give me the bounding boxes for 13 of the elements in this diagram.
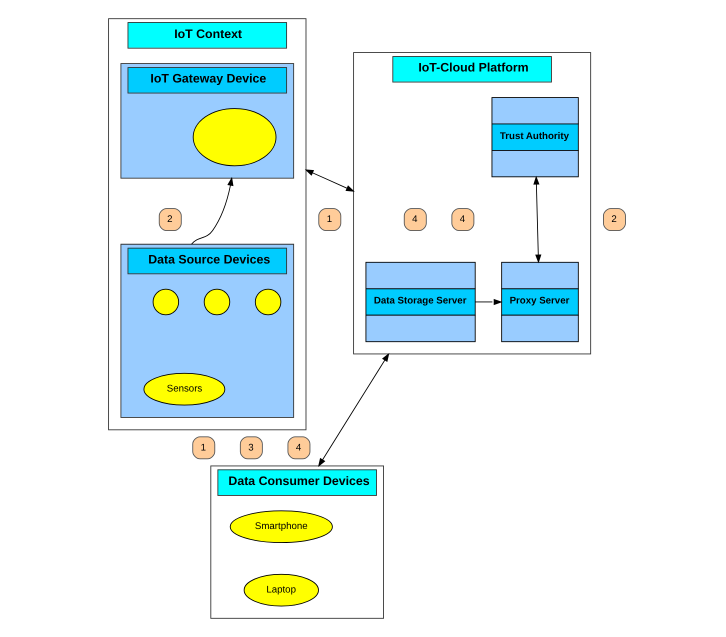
node-ellipse: Laptop — [243, 574, 318, 606]
arrow — [474, 298, 502, 306]
node-ellipse: Smartphone — [229, 510, 332, 544]
node-ellipse: Sensors — [142, 372, 225, 406]
arrow — [304, 169, 354, 192]
arrow — [532, 176, 541, 264]
node-circle — [203, 288, 230, 316]
cluster: IoT Gateway Device — [120, 63, 294, 179]
arrow — [318, 352, 389, 468]
arrow — [190, 176, 233, 245]
node-ellipse — [192, 108, 276, 166]
node-circle — [152, 288, 179, 316]
node-circle — [254, 288, 281, 316]
